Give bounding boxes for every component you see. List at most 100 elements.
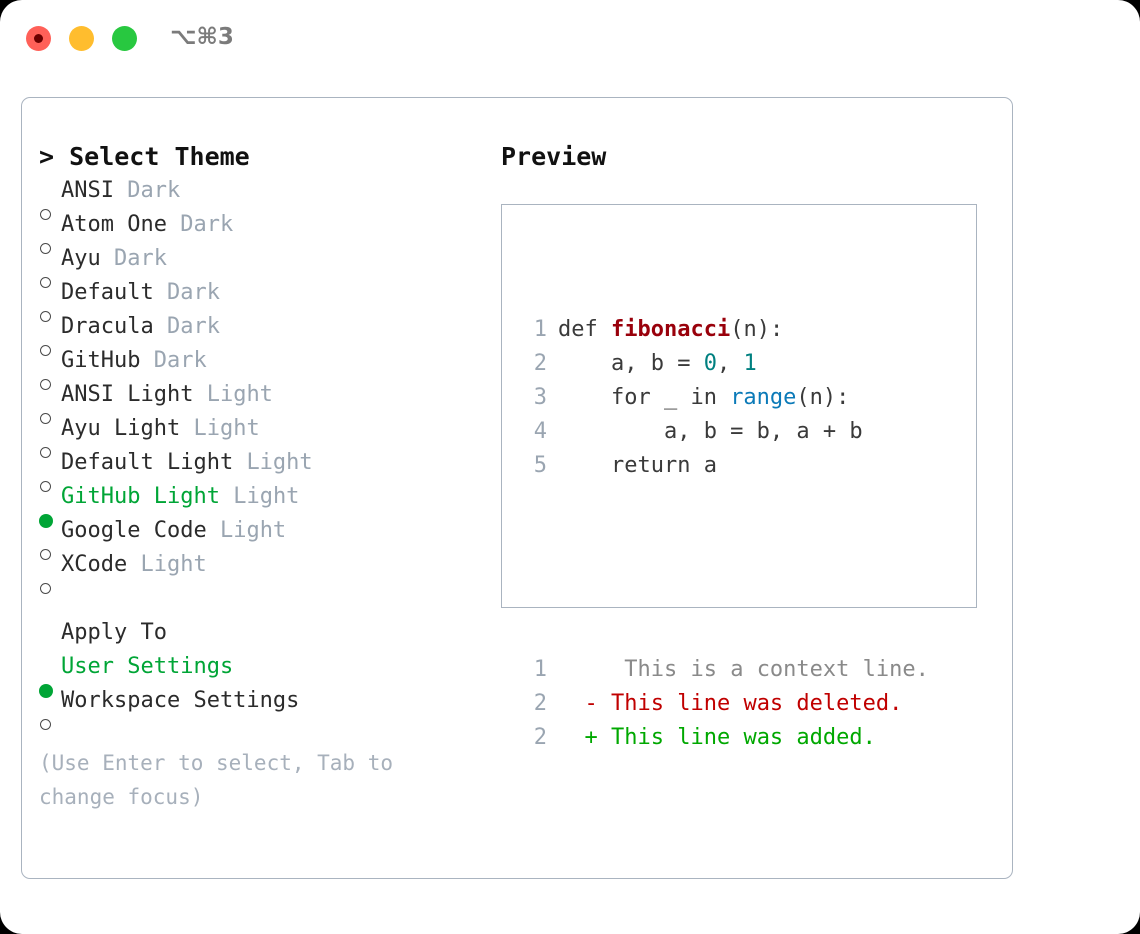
theme-option-ansi-light[interactable]: ANSI Light Light (39, 378, 479, 424)
theme-option-xcode[interactable]: XCode Light (39, 548, 479, 594)
apply-to-option-user-settings[interactable]: User Settings (39, 650, 479, 698)
code-token-plain: , (716, 351, 744, 376)
preview-heading: Preview (501, 142, 607, 171)
label-gap (207, 514, 220, 548)
theme-option-github[interactable]: GitHub Dark (39, 344, 479, 390)
theme-variant-badge: Dark (114, 246, 167, 271)
theme-option-label: ANSI (61, 178, 114, 203)
theme-option-atom-one[interactable]: Atom One Dark (39, 208, 479, 254)
label-gap (180, 412, 193, 446)
code-token-plain: (n): (730, 317, 784, 342)
line-number: 2 (533, 725, 547, 750)
apply-to-heading-label: Apply To (61, 620, 167, 645)
label-gap (220, 480, 233, 514)
theme-option-label: XCode (61, 552, 128, 577)
line-number: 1 (533, 317, 547, 342)
code-diff-separator (521, 551, 929, 585)
radio-marker (40, 413, 51, 424)
theme-option-label: Ayu Light (61, 416, 181, 441)
radio-marker (40, 549, 51, 560)
line-number: 3 (533, 385, 547, 410)
diff-marker: - (558, 691, 598, 716)
theme-variant-badge: Light (219, 518, 287, 543)
theme-variant-badge: Dark (166, 314, 220, 339)
diff-line-del: 2 - This line was deleted. (521, 687, 929, 721)
diff-marker (558, 653, 598, 687)
theme-option-default[interactable]: Default Dark (39, 276, 479, 322)
radio-marker (40, 277, 51, 288)
label-gap (127, 548, 140, 582)
code-token-plain: a, b = b, a + b (558, 419, 863, 444)
theme-option-default-light[interactable]: Default Light Light (39, 446, 479, 492)
radio-marker (39, 514, 53, 528)
theme-option-label: Default (61, 280, 154, 305)
radio-marker (40, 583, 51, 594)
label-gap (167, 208, 180, 242)
radio-marker (40, 447, 51, 458)
label-gap (114, 174, 127, 208)
theme-option-label: Default Light (61, 450, 234, 475)
minimize-button-icon[interactable] (69, 26, 94, 51)
code-token-fn: fibonacci (610, 317, 731, 342)
radio-marker (40, 379, 51, 390)
code-token-plain: for _ in (558, 385, 731, 410)
code-token-call: range (730, 385, 797, 410)
code-line: 3 for _ in range(n): (521, 381, 929, 415)
code-line: 4 a, b = b, a + b (521, 415, 929, 449)
record-indicator-icon (34, 34, 43, 43)
label-gap (154, 276, 167, 310)
theme-variant-badge: Light (246, 450, 313, 475)
theme-option-dracula[interactable]: Dracula Dark (39, 310, 479, 356)
theme-variant-badge: Light (233, 484, 300, 509)
label-gap (154, 310, 167, 344)
apply-to-heading: Apply To (39, 616, 479, 650)
label-gap (101, 242, 114, 276)
code-line: 5 return a (521, 449, 929, 483)
window-controls (26, 26, 137, 51)
theme-option-ayu-light[interactable]: Ayu Light Light (39, 412, 479, 458)
apply-to-option-workspace-settings[interactable]: Workspace Settings (39, 684, 479, 730)
theme-option-google-code[interactable]: Google Code Light (39, 514, 479, 560)
theme-option-ansi[interactable]: ANSI Dark (39, 174, 479, 220)
theme-option-label: GitHub (61, 348, 141, 373)
line-number: 2 (533, 691, 547, 716)
theme-option-github-light[interactable]: GitHub Light Light (39, 480, 479, 528)
theme-option-label: Ayu (61, 246, 101, 271)
diff-marker: + (558, 725, 598, 750)
apply-to-option-label: Workspace Settings (61, 688, 300, 713)
radio-marker (40, 719, 51, 730)
theme-option-label: Google Code (61, 518, 207, 543)
label-gap (233, 446, 246, 480)
radio-marker (40, 209, 51, 220)
keyboard-hint: (Use Enter to select, Tab to change focu… (39, 751, 406, 809)
code-token-plain: def (558, 317, 611, 342)
theme-variant-badge: Light (140, 552, 207, 577)
label-gap (140, 344, 153, 378)
line-number: 4 (533, 419, 547, 444)
radio-marker (40, 311, 51, 322)
theme-option-ayu[interactable]: Ayu Dark (39, 242, 479, 288)
line-number: 1 (533, 657, 547, 682)
line-number: 2 (533, 351, 547, 376)
theme-variant-badge: Light (193, 416, 260, 441)
radio-marker (40, 481, 51, 492)
code-line: 1 def fibonacci(n): (521, 313, 929, 347)
keyboard-shortcut-label: ⌥⌘3 (170, 24, 234, 50)
apply-to-option-label: User Settings (61, 654, 234, 679)
theme-variant-badge: Light (206, 382, 273, 407)
maximize-button-icon[interactable] (112, 26, 137, 51)
title-bar: ⌥⌘3 (0, 0, 1140, 80)
close-button-icon[interactable] (26, 26, 51, 51)
select-theme-heading: > Select Theme (39, 142, 250, 171)
theme-variant-badge: Dark (153, 348, 207, 373)
line-number: 5 (533, 453, 547, 478)
code-token-plain: return a (558, 453, 717, 478)
theme-variant-badge: Dark (166, 280, 220, 305)
theme-variant-badge: Dark (180, 212, 234, 237)
